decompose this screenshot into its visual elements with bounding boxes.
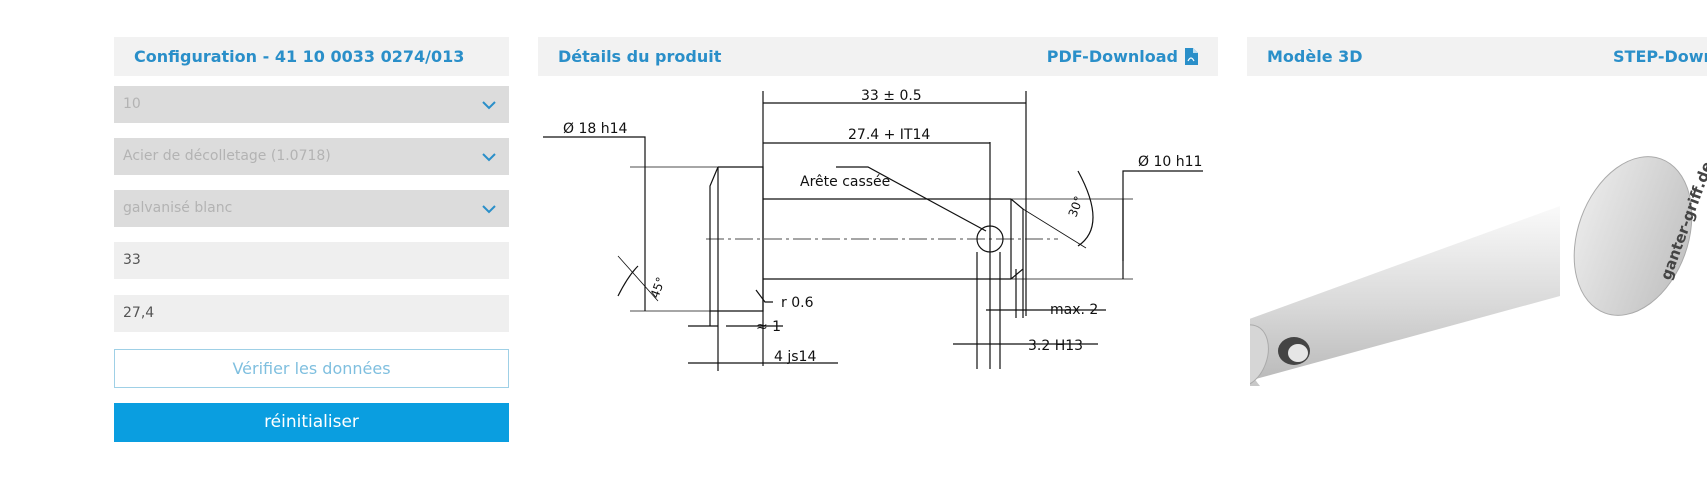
model-title: Modèle 3D bbox=[1267, 47, 1363, 66]
hole-distance-input-value: 27,4 bbox=[123, 305, 155, 321]
dim-hole-length: 27.4 + IT14 bbox=[848, 127, 930, 143]
config-header: Configuration - 41 10 0033 0274/013 bbox=[114, 37, 509, 76]
chevron-down-icon bbox=[482, 153, 496, 162]
3d-model-viewer[interactable]: ganter-griff.de bbox=[1250, 86, 1707, 466]
select-finish[interactable]: galvanisé blanc bbox=[114, 190, 509, 227]
verify-button[interactable]: Vérifier les données bbox=[114, 349, 509, 388]
step-download-link[interactable]: STEP-Download bbox=[1613, 47, 1707, 66]
dim-total-length: 33 ± 0.5 bbox=[861, 88, 922, 104]
dim-shaft-diameter: Ø 10 h11 bbox=[1138, 154, 1202, 170]
dim-radius: r 0.6 bbox=[781, 295, 814, 311]
select-size[interactable]: 10 bbox=[114, 86, 509, 123]
model-header: Modèle 3D STEP-Download bbox=[1247, 37, 1707, 76]
dim-head-diameter: Ø 18 h14 bbox=[563, 121, 628, 137]
length-input-value: 33 bbox=[123, 252, 141, 268]
technical-drawing: Ø 18 h14 33 ± 0.5 27.4 + IT14 Arête cass… bbox=[543, 88, 1203, 371]
pdf-file-icon[interactable] bbox=[1184, 48, 1198, 65]
details-header: Détails du produit PDF-Download bbox=[538, 37, 1218, 76]
dim-head-angle: 45° bbox=[648, 275, 668, 300]
dim-approx: ≈ 1 bbox=[756, 319, 781, 335]
details-title: Détails du produit bbox=[558, 47, 722, 66]
select-material-value: Acier de décolletage (1.0718) bbox=[123, 148, 331, 164]
pdf-download-link[interactable]: PDF-Download bbox=[1046, 47, 1178, 66]
dim-tip-angle: 30° bbox=[1066, 194, 1086, 219]
length-input[interactable]: 33 bbox=[114, 242, 509, 279]
select-size-value: 10 bbox=[123, 96, 141, 112]
chevron-down-icon bbox=[482, 205, 496, 214]
dim-head-thickness: 4 js14 bbox=[774, 349, 816, 365]
select-finish-value: galvanisé blanc bbox=[123, 200, 233, 216]
config-title: Configuration - 41 10 0033 0274/013 bbox=[134, 47, 465, 66]
select-material[interactable]: Acier de décolletage (1.0718) bbox=[114, 138, 509, 175]
hole-distance-input[interactable]: 27,4 bbox=[114, 295, 509, 332]
dim-max: max. 2 bbox=[1050, 302, 1098, 318]
dim-hole-diameter: 3.2 H13 bbox=[1028, 338, 1083, 354]
note-arete: Arête cassée bbox=[800, 174, 890, 190]
reset-button[interactable]: réinitialiser bbox=[114, 403, 509, 442]
chevron-down-icon bbox=[482, 101, 496, 110]
